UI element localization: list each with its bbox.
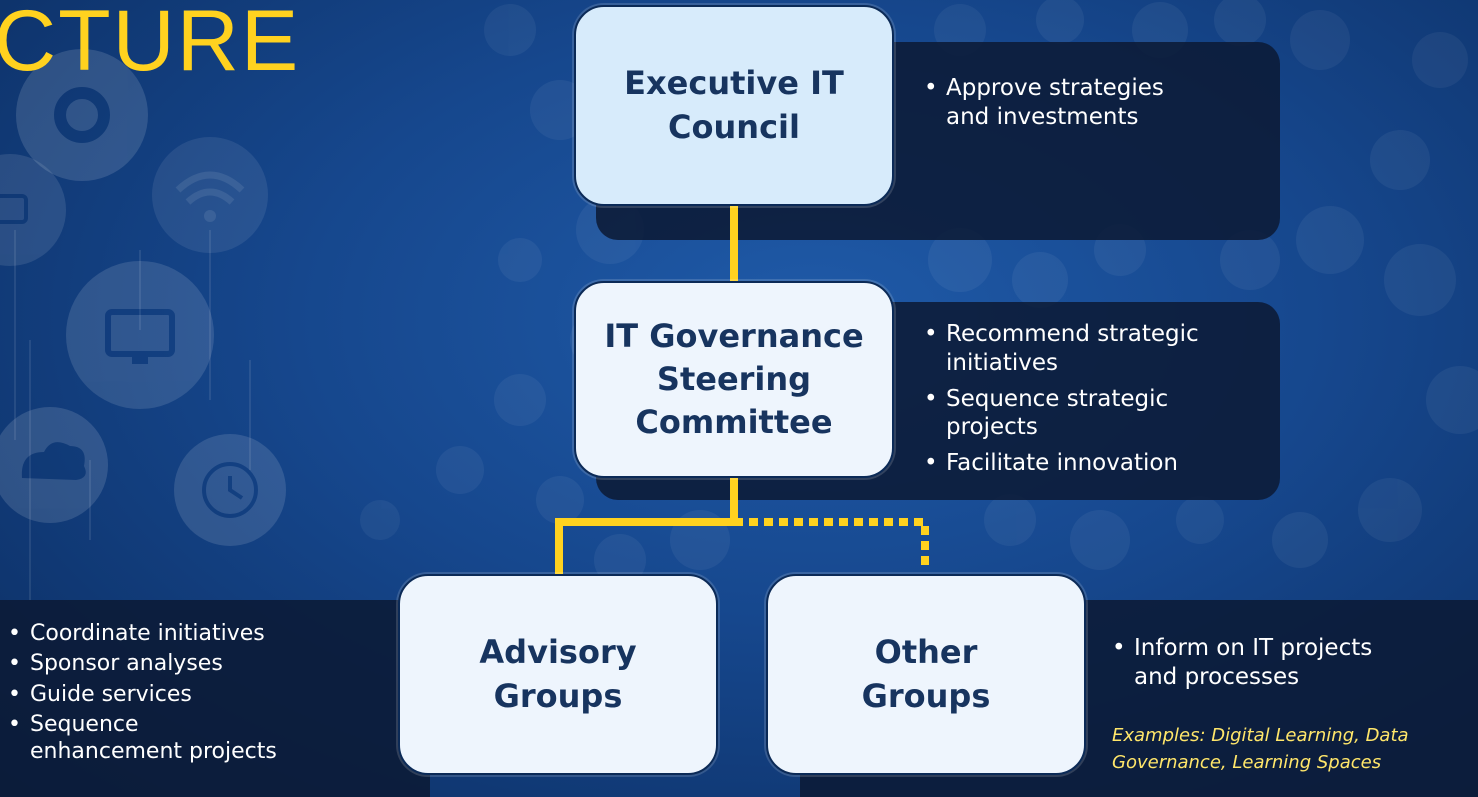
executive-it-council-label: Executive IT Council [624,64,844,146]
responsibility-item: Guide services [8,682,378,709]
slide-title-fragment: CTURE [0,0,301,89]
steering-line-1: IT Governance [604,316,864,355]
connector-advisory [555,518,734,578]
steering-line-2: Steering [656,359,812,398]
responsibility-item: Facilitate innovation [924,449,1244,478]
responsibility-item: Inform on IT projects and processes [1112,634,1414,692]
responsibility-item: Approve strategies and investments [924,74,1164,132]
monitor-icon [66,261,214,409]
other-groups-node[interactable]: Other Groups [766,574,1086,775]
advisory-line-1: Advisory [479,633,637,672]
steering-line-3: Committee [635,403,833,442]
other-line-1: Other [874,633,978,672]
executive-responsibilities: Approve strategies and investments [924,74,1164,139]
executive-it-council-node[interactable]: Executive IT Council [574,5,894,206]
connector-other-dotted [734,518,929,568]
responsibility-item: Sequence enhancement projects [8,712,290,765]
steering-responsibilities: Recommend strategic initiatives Sequence… [924,320,1244,485]
advisory-line-2: Groups [493,676,623,715]
advisory-responsibilities: Coordinate initiatives Sponsor analyses … [8,621,378,769]
gear-icon [16,49,148,181]
other-responsibilities: Inform on IT projects and processes [1112,634,1432,699]
responsibility-item: Sponsor analyses [8,651,378,678]
steering-committee-node[interactable]: IT Governance Steering Committee [574,281,894,478]
responsibility-item: Sequence strategic projects [924,385,1244,443]
responsibility-item: Recommend strategic initiatives [924,320,1244,378]
clock-icon [174,434,286,546]
other-line-2: Groups [861,676,991,715]
responsibility-item: Coordinate initiatives [8,621,378,648]
cloud-icon [0,407,108,523]
wifi-icon [152,137,268,253]
battery-icon [0,154,66,266]
other-groups-examples: Examples: Digital Learning, Data Governa… [1112,725,1409,773]
advisory-groups-node[interactable]: Advisory Groups [398,574,718,775]
